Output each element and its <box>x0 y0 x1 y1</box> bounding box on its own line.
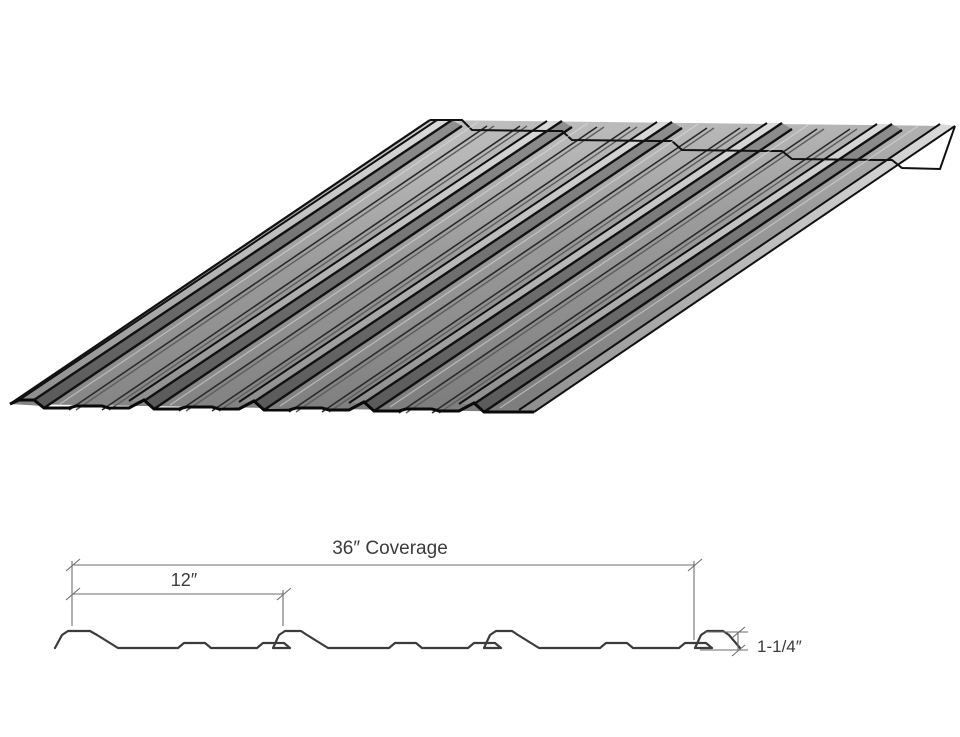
panel-top-edge <box>9 119 431 405</box>
panel-major-rib-top <box>239 122 672 402</box>
panel-major-rib-face <box>254 122 682 410</box>
panel-stiffener-line <box>211 126 631 412</box>
panel-rib-edge-line <box>348 122 768 404</box>
panel-stiffener-line <box>185 126 605 412</box>
rib-height-dimension-tick-bottom <box>731 644 746 657</box>
coverage-dimension-tick-left <box>65 558 81 572</box>
panel-rib-edge-line <box>253 121 673 403</box>
panel-major-rib-top <box>459 124 892 404</box>
panel-major-rib-face <box>34 120 462 408</box>
panel-stiffener-line <box>321 127 741 413</box>
panel-major-rib-face <box>144 121 572 409</box>
panel-top-silhouette <box>430 119 956 171</box>
rib-height-dimension-label: 1-1/4″ <box>757 637 802 656</box>
panel-right-tip <box>519 124 955 412</box>
panel-major-rib-top <box>349 123 782 403</box>
cross-section-group: 36″ Coverage 12″ 1- <box>53 538 802 657</box>
rib-height-dimension-tick-top <box>731 626 746 639</box>
panel-stiffener-line <box>75 125 495 411</box>
coverage-dimension-label: 36″ Coverage <box>332 538 448 559</box>
panel-profile-outline <box>53 629 742 650</box>
panel-rib-edge-line <box>43 125 463 409</box>
coverage-dimension-tick-right <box>687 558 703 572</box>
panel-stiffener-line <box>405 128 825 414</box>
panel-rib-edge-line <box>33 119 453 401</box>
panel-stiffener-line <box>101 125 521 411</box>
panel-major-rib-face <box>474 124 902 412</box>
panel-rib-edge-line <box>363 122 783 404</box>
panel-stiffener-line <box>431 128 851 414</box>
panel-sheen-lines <box>59 121 919 409</box>
panel-rib-edge-line <box>373 128 793 412</box>
panel-stiffener-line <box>328 127 748 413</box>
panel-body <box>10 120 952 412</box>
panel-major-rib-top <box>129 121 562 401</box>
rib-spacing-dimension-tick-right <box>276 587 292 601</box>
rib-spacing-dimension-label: 12″ <box>171 570 198 590</box>
panel-rib-edge-line <box>483 129 903 413</box>
panel-rib-edge-line <box>128 120 548 402</box>
panel-stiffener-line <box>398 128 818 414</box>
rib-spacing-dimension-tick-left <box>65 587 81 601</box>
panel-stiffener-line <box>438 128 858 414</box>
panel-rib-edge-line <box>473 123 893 405</box>
panel-bottom-cut-edge <box>9 398 534 414</box>
panel-rib-group <box>10 119 903 414</box>
panel-rib-edge-line <box>263 127 683 411</box>
panel-stiffener-line <box>295 127 715 413</box>
panel-rib-edge-line <box>153 126 573 410</box>
panel-rib-edge-line <box>458 123 878 405</box>
panel-stiffener-line <box>108 125 528 411</box>
panel-stiffener-line <box>288 127 708 413</box>
panel-stiffener-line <box>218 126 638 412</box>
panel-rib-edge-line <box>238 121 658 403</box>
panel-rib-edge-line <box>143 120 563 402</box>
panel-major-rib-top <box>19 120 452 400</box>
panel-stiffener-line <box>178 126 598 412</box>
panel-major-rib-face <box>364 123 792 411</box>
panel-rib-edge-line <box>18 119 438 401</box>
panel-3d-illustration <box>9 119 956 414</box>
panel-stiffener-line <box>68 125 488 411</box>
panel-right-tip-edge <box>518 123 956 413</box>
